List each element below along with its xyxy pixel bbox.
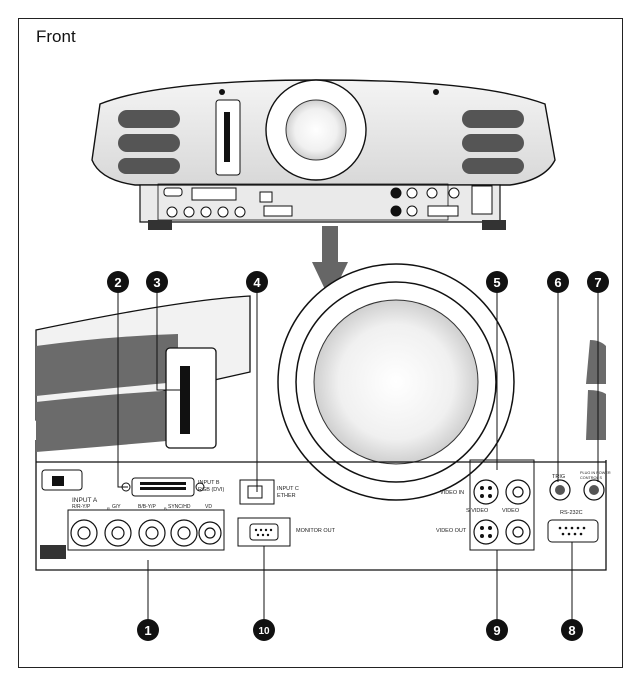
callout-leaders xyxy=(117,290,599,622)
svg-text:3: 3 xyxy=(153,275,160,290)
label-input-a-ch3-sub: B xyxy=(164,506,167,511)
video-connectors xyxy=(469,459,535,551)
svg-text:7: 7 xyxy=(594,275,601,290)
memory-slot xyxy=(165,347,217,449)
callout-5: 5 xyxy=(486,271,508,293)
figure-heading: Front xyxy=(36,27,76,46)
panel-labels: INPUT A R/R-Y/P R G/Y B/B-Y/P B SYNC/HD … xyxy=(72,471,611,534)
projector-closeup xyxy=(35,263,607,571)
callout-8: 8 xyxy=(561,619,583,641)
label-monitor-out: MONITOR OUT xyxy=(296,528,336,534)
label-video-out: VIDEO OUT xyxy=(436,528,467,534)
label-input-b-line2: RGB (DVI) xyxy=(198,487,224,493)
rs232c-connector xyxy=(547,519,599,543)
svg-text:1: 1 xyxy=(144,623,151,638)
label-input-a-ch4: SYNC/HD xyxy=(168,504,191,510)
label-input-a-ch3: B/B-Y/P xyxy=(138,504,156,510)
callout-badges: 2 3 4 5 6 7 1 10 9 8 xyxy=(107,271,609,641)
callout-9: 9 xyxy=(486,619,508,641)
callout-3: 3 xyxy=(146,271,168,293)
label-trig: TRIG xyxy=(552,474,565,480)
input-a-connectors xyxy=(67,509,225,551)
callout-10: 10 xyxy=(253,619,275,641)
label-rs232c: RS-232C xyxy=(560,510,583,516)
label-video: VIDEO xyxy=(502,508,520,514)
svg-text:8: 8 xyxy=(568,623,575,638)
label-input-a-ch5: VD xyxy=(205,504,212,510)
svg-text:10: 10 xyxy=(258,626,270,637)
callout-2: 2 xyxy=(107,271,129,293)
zoom-arrow xyxy=(312,226,348,300)
right-vent xyxy=(462,110,524,174)
left-vent xyxy=(118,110,180,174)
svg-text:2: 2 xyxy=(114,275,121,290)
callout-6: 6 xyxy=(547,271,569,293)
label-control-s: CONTROL S xyxy=(580,476,602,480)
label-input-a-ch1-sub: R xyxy=(107,506,110,511)
monitor-out-connector xyxy=(237,517,291,547)
callout-7: 7 xyxy=(587,271,609,293)
label-input-c-line1: INPUT C xyxy=(277,486,299,492)
label-input-a: INPUT A xyxy=(72,497,98,504)
projector-front-view xyxy=(91,79,556,230)
label-video-in: VIDEO IN xyxy=(440,490,464,496)
callout-1: 1 xyxy=(137,619,159,641)
svg-text:4: 4 xyxy=(253,275,261,290)
callout-4: 4 xyxy=(246,271,268,293)
svg-text:5: 5 xyxy=(493,275,500,290)
label-input-a-ch2: G/Y xyxy=(112,504,121,510)
label-input-c-line2: ETHER xyxy=(277,493,296,499)
label-s-video: S VIDEO xyxy=(466,508,489,514)
label-input-b-line1: INPUT B xyxy=(198,480,220,486)
label-plug-in-power: PLUG IN POWER xyxy=(580,471,611,475)
label-input-a-ch1: R/R-Y/P xyxy=(72,504,91,510)
input-b-dvi xyxy=(121,477,205,497)
svg-text:9: 9 xyxy=(493,623,500,638)
trig-control-connectors xyxy=(549,479,605,501)
svg-text:6: 6 xyxy=(554,275,561,290)
